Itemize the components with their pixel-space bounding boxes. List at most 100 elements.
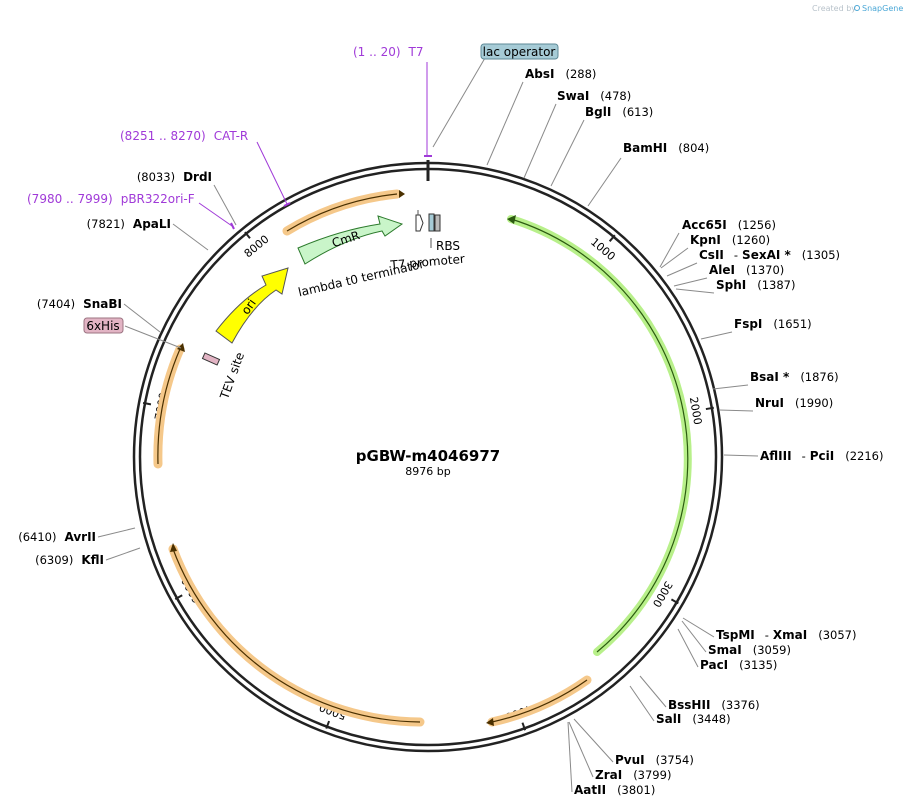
enzyme-name: BglI (585, 105, 611, 119)
enzyme-position: (804) (678, 141, 709, 155)
enzyme-name: FspI (734, 317, 762, 331)
six-his-box[interactable] (83, 317, 124, 334)
enzyme-site-bgli[interactable]: BglI(613) (550, 105, 653, 187)
cmr-label: CmR (330, 228, 361, 250)
primer-cat-r[interactable] (256, 141, 291, 207)
tick-mark-2000 (705, 406, 714, 411)
enzyme-site-kpni[interactable]: KpnI (1260) (660, 233, 770, 269)
enzyme-label: ZraI(3799) (595, 768, 671, 782)
enzyme-position: (1260) (732, 233, 770, 247)
enzyme-site-fspi[interactable]: FspI(1651) (700, 317, 812, 340)
six-his-leader (124, 325, 182, 349)
enzyme-label: AleI(1370) (709, 263, 784, 277)
enzyme-site-csii[interactable]: CsII-SexAI *(1305) (666, 248, 840, 277)
enzyme-name: SnaBI (83, 297, 122, 311)
enzyme-site-absi[interactable]: AbsI (288) (486, 67, 596, 166)
enzyme-label: SalI (3448) (656, 712, 731, 726)
enzyme-site-tspmi[interactable]: TspMI-XmaI(3057) (682, 617, 856, 642)
tick-label-8000: 8000 (242, 233, 272, 261)
enzyme-site-snabi[interactable]: (7404)SnaBI (37, 297, 161, 333)
enzyme-site-drdi[interactable]: (8033)DrdI (137, 170, 237, 226)
enzyme-name: TspMI (716, 628, 755, 642)
feature-arc-bottom[interactable] (486, 675, 592, 727)
enzyme-site-sali[interactable]: SalI (3448) (629, 685, 731, 726)
enzyme-site-pvui[interactable]: PvuI(3754) (573, 718, 694, 767)
enzyme-site-swai[interactable]: SwaI(478) (523, 89, 631, 179)
enzyme-label: BamHI(804) (623, 141, 709, 155)
feature-arc-green[interactable] (507, 215, 692, 656)
watermark-brand: SnapGene (862, 4, 903, 13)
enzyme-leader (639, 675, 667, 708)
enzyme-position: (2216) (845, 449, 883, 463)
ori-feature[interactable]: ori (215, 267, 289, 344)
enzyme-site-sphi[interactable]: SphI(1387) (675, 278, 796, 294)
enzyme-leader (587, 157, 622, 207)
enzyme-site-bsai[interactable]: BsaI * (1876) (712, 370, 839, 390)
enzyme-label: PacI(3135) (700, 658, 777, 672)
enzyme-site-bamhi[interactable]: BamHI(804) (587, 141, 709, 207)
enzyme-position: (6309) (35, 553, 73, 567)
lac-operator-label: lac operator (483, 45, 556, 59)
enzyme-name: AbsI (525, 67, 554, 81)
tick-mark-5000 (325, 720, 331, 729)
enzyme-name: KpnI (690, 233, 721, 247)
enzyme-position: (8033) (137, 170, 175, 184)
enzyme-site-apali[interactable]: (7821)ApaLI (87, 217, 209, 251)
primer-pbr322ori-f-range: (7980 .. 7999) (27, 192, 113, 206)
primer-pbr322ori-f[interactable] (198, 202, 235, 230)
enzyme-position: (1876) (800, 370, 838, 384)
enzyme-position: (7821) (87, 217, 125, 231)
rbs-label: RBS (436, 239, 460, 253)
enzyme-label: (7404)SnaBI (37, 297, 122, 311)
enzyme-leader (123, 303, 161, 333)
enzyme-leader (673, 277, 708, 287)
enzyme-label: AatII(3801) (574, 783, 655, 797)
enzyme-position: (1990) (795, 396, 833, 410)
enzyme-position: (288) (565, 67, 596, 81)
enzyme-leader (718, 409, 754, 412)
svg-text:(1 .. 20)T7: (1 .. 20)T7 (353, 45, 424, 59)
enzyme-label: SmaI(3059) (708, 643, 791, 657)
tev-site-feature[interactable] (201, 352, 221, 366)
enzyme-site-bsshii[interactable]: BssHII(3376) (639, 675, 760, 712)
enzyme-name: SmaI (708, 643, 742, 657)
rbs-feature[interactable] (434, 214, 441, 232)
enzyme-site-afliii[interactable]: AflIII-PciI(2216) (723, 449, 883, 463)
enzyme-site-kfli[interactable]: (6309)KflI (35, 547, 141, 567)
enzyme-label: KpnI (1260) (690, 233, 770, 247)
enzyme-name: SalI (656, 712, 681, 726)
enzyme-site-nrui[interactable]: NruI(1990) (718, 396, 833, 412)
enzyme-site-aatii[interactable]: AatII(3801) (567, 721, 655, 797)
t7-promoter-label: T7 promoter (389, 252, 465, 273)
enzyme-site-acc65i[interactable]: Acc65I(1256) (659, 218, 776, 268)
primer-t7-range: (1 .. 20) (353, 45, 401, 59)
enzyme-name: SphI (716, 278, 746, 292)
lac-operator-feature[interactable] (428, 213, 435, 232)
tick-mark-4000 (521, 722, 527, 731)
feature-arc-lower-left[interactable] (168, 543, 425, 727)
enzyme-position: (3448) (692, 712, 730, 726)
tick-mark-3000 (670, 598, 679, 605)
primer-t7[interactable] (424, 62, 432, 157)
enzyme-name: CsII (699, 248, 724, 262)
enzyme-site-zrai[interactable]: ZraI(3799) (568, 721, 671, 782)
feature-arc-top[interactable] (282, 189, 405, 236)
t7-promoter-feature[interactable] (415, 214, 424, 232)
enzyme-site-smai[interactable]: SmaI(3059) (681, 620, 791, 657)
enzyme-site-paci[interactable]: PacI(3135) (677, 628, 777, 672)
enzyme-position: (3376) (721, 698, 759, 712)
enzyme-label: (6410)AvrII (18, 530, 96, 544)
feature-arc-left[interactable] (153, 343, 185, 469)
enzyme-site-alei[interactable]: AleI(1370) (673, 263, 784, 287)
enzyme-site-avrii[interactable]: (6410)AvrII (18, 527, 136, 544)
enzyme-name: ZraI (595, 768, 622, 782)
enzyme-name: BsaI * (750, 370, 790, 384)
enzyme-leader (675, 288, 715, 294)
lac-operator-box[interactable] (480, 43, 559, 60)
enzyme-label: PvuI(3754) (615, 753, 694, 767)
enzyme-position: (1256) (738, 218, 776, 232)
enzyme-label: CsII-SexAI *(1305) (699, 248, 840, 262)
cmr-feature[interactable]: CmR (297, 215, 404, 265)
enzyme-position: (478) (600, 89, 631, 103)
